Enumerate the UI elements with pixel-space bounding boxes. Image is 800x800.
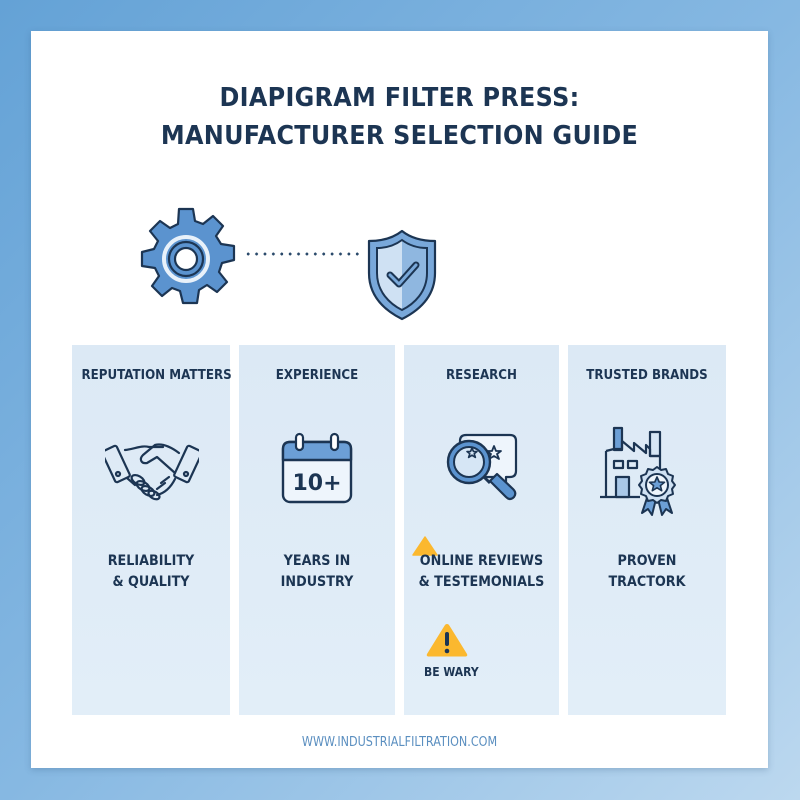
caption-line-2: & QUALITY [112, 574, 190, 590]
caption-line-1: PROVEN [617, 553, 677, 569]
panel-research: RESEARCH ONLINE REVIEWS & TESTEMONIALS B… [404, 345, 559, 715]
panel-heading: RESEARCH [446, 367, 517, 383]
caption-line-1: RELIABILITY [107, 553, 195, 569]
magnifier-reviews-icon [446, 433, 518, 501]
footer-url: WWW.INDUSTRIALFILTRATION.COM [301, 735, 498, 750]
warning-small-icon [412, 536, 438, 556]
panel-trusted-brands: TRUSTED BRANDS PROVEN TRACTORK [568, 345, 726, 715]
calendar-number: 10+ [292, 471, 341, 496]
caption-line-2: INDUSTRY [280, 574, 354, 590]
panel-heading: TRUSTED BRANDS [586, 367, 708, 383]
gear-icon [140, 207, 236, 305]
caption-line-1: ONLINE REVIEWS [419, 553, 544, 569]
factory-award-icon [600, 426, 676, 516]
panel-experience: EXPERIENCE 10+ YEARS IN INDUSTRY [239, 345, 395, 715]
panel-heading: EXPERIENCE [275, 367, 359, 383]
panel-reputation: REPUTATION MATTERS RELIABILITY & [72, 345, 232, 715]
infographic-card: DIAPIGRAM FILTER PRESS: MANUFACTURER SEL… [31, 31, 768, 768]
dotted-connector [244, 252, 359, 256]
panel-heading: REPUTATION MATTERS [81, 367, 232, 383]
handshake-icon [105, 443, 199, 501]
caption-line-1: YEARS IN [283, 553, 351, 569]
page-title: DIAPIGRAM FILTER PRESS: MANUFACTURER SEL… [60, 79, 738, 155]
calendar-icon: 10+ [281, 432, 353, 504]
warning-triangle-icon [426, 624, 468, 657]
panel-caption: PROVEN TRACTORK [577, 551, 716, 593]
title-line-2: MANUFACTURER SELECTION GUIDE [160, 121, 639, 151]
title-line-1: DIAPIGRAM FILTER PRESS: [219, 83, 580, 113]
panel-caption: RELIABILITY & QUALITY [81, 551, 220, 593]
caption-line-2: & TESTEMONIALS [418, 574, 545, 590]
panel-caption: YEARS IN INDUSTRY [248, 551, 385, 593]
shield-check-icon [367, 229, 437, 321]
panel-caption: ONLINE REVIEWS & TESTEMONIALS [413, 551, 549, 593]
warning-label: BE WARY [424, 665, 479, 679]
caption-line-2: TRACTORK [608, 574, 686, 590]
